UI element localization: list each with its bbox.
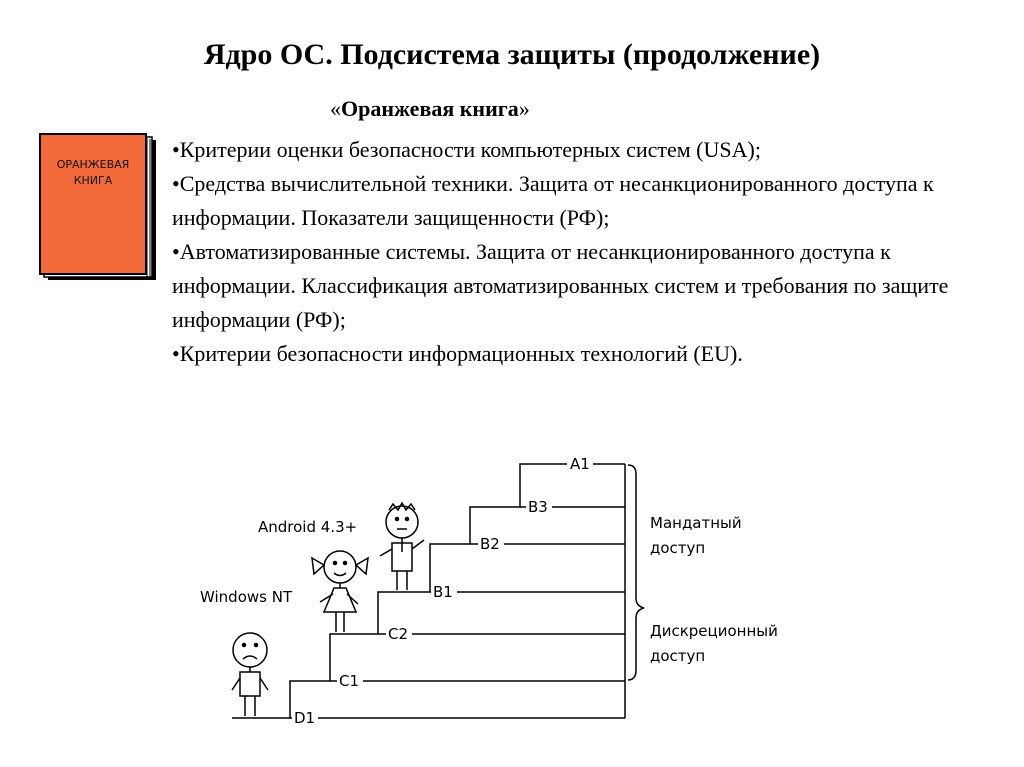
label-android: Android 4.3+: [258, 518, 357, 536]
book-label-line2: КНИГА: [74, 174, 113, 187]
subtitle-open-quote: «: [330, 96, 341, 121]
page-title: Ядро ОС. Подсистема защиты (продолжение): [203, 38, 821, 71]
sad-person-icon: [231, 632, 269, 716]
group-discretionary-line1: Дискреционный: [650, 622, 778, 640]
level-c2: C2: [388, 625, 408, 643]
level-c1: C1: [339, 672, 359, 690]
security-levels-diagram: A1 B3 B2 B1 C2 C1 D1 Мандатный доступ Ди…: [200, 455, 778, 727]
boy-person-icon: [379, 501, 425, 590]
level-a1: A1: [570, 455, 590, 473]
list-item: •Автоматизированные системы. Защита от н…: [172, 239, 949, 332]
label-windows: Windows NT: [200, 588, 293, 606]
subtitle-text: Оранжевая книга: [341, 96, 519, 121]
girl-person-icon: [311, 550, 369, 632]
group-discretionary-line2: доступ: [650, 647, 705, 665]
book-label-line1: ОРАНЖЕВАЯ: [57, 158, 130, 171]
criteria-list: •Критерии оценки безопасности компьютерн…: [172, 133, 992, 371]
orange-book-icon: ОРАНЖЕВАЯ КНИГА: [39, 133, 156, 280]
list-item: •Средства вычислительной техники. Защита…: [172, 171, 934, 230]
list-item: •Критерии безопасности информационных те…: [172, 341, 743, 366]
level-b3: B3: [528, 498, 548, 516]
level-b1: B1: [433, 583, 453, 601]
list-item: •Критерии оценки безопасности компьютерн…: [172, 137, 761, 162]
subtitle: «Оранжевая книга»: [330, 96, 530, 122]
level-d1: D1: [294, 709, 315, 727]
subtitle-close-quote: »: [518, 96, 530, 121]
group-mandatory-line2: доступ: [650, 539, 705, 557]
level-b2: B2: [480, 535, 500, 553]
group-mandatory-line1: Мандатный: [650, 514, 742, 532]
